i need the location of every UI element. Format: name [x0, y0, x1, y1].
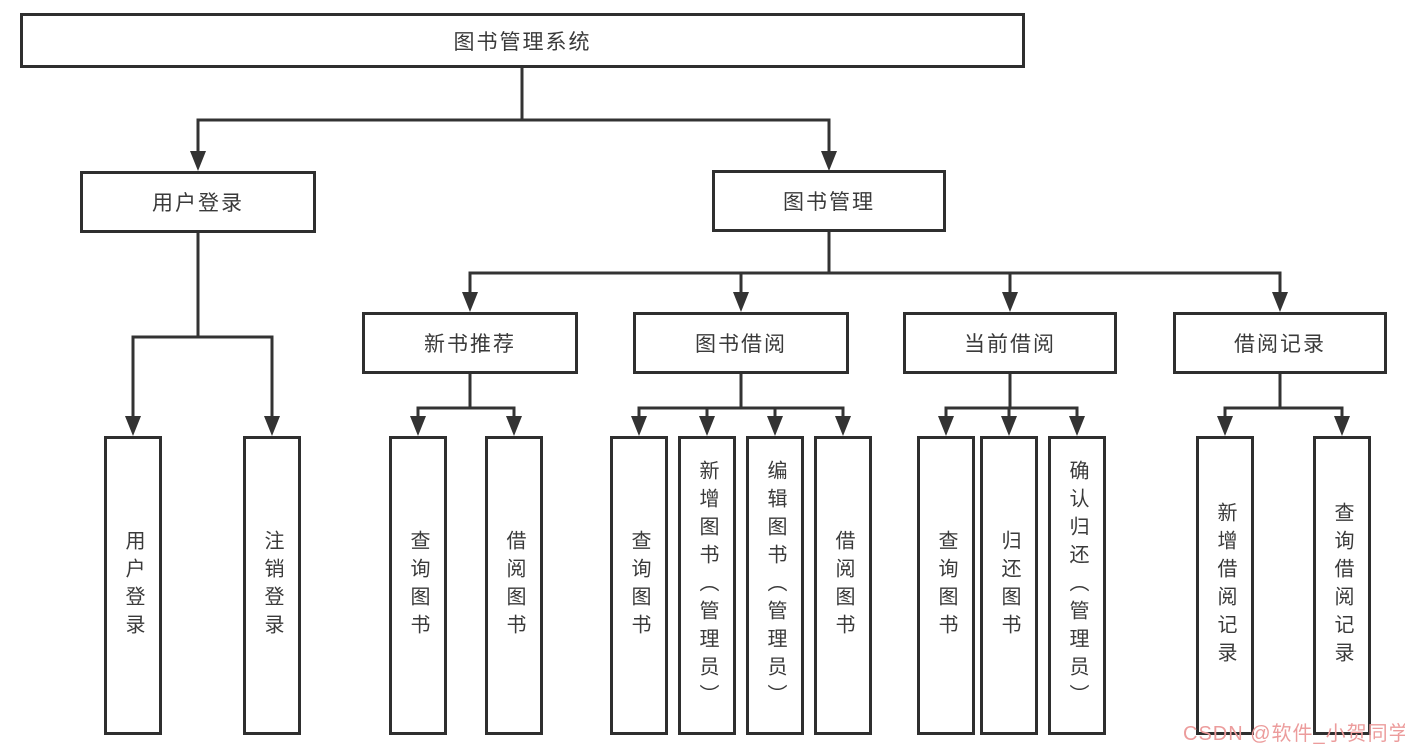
- node-leaf-borrow-books-2: 借阅图书: [814, 436, 872, 735]
- leaf-label: 查询图书: [628, 529, 650, 642]
- node-leaf-logout: 注销登录: [243, 436, 301, 735]
- node-leaf-borrow-books-1: 借阅图书: [485, 436, 543, 735]
- leaf-label: 用户登录: [122, 529, 144, 642]
- csdn-watermark: CSDN @软件_小贺同学: [1183, 723, 1405, 745]
- node-leaf-add-book-admin: 新增图书（管理员）: [678, 436, 736, 735]
- node-leaf-return-book: 归还图书: [980, 436, 1038, 735]
- leaf-label: 确认归还（管理员）: [1066, 459, 1088, 712]
- node-leaf-edit-book-admin: 编辑图书（管理员）: [746, 436, 804, 735]
- leaf-label: 新增图书（管理员）: [696, 459, 718, 712]
- leaf-label: 归还图书: [998, 529, 1020, 642]
- node-leaf-add-borrow-record: 新增借阅记录: [1196, 436, 1254, 735]
- arrowheads: [125, 151, 1350, 436]
- leaf-label: 查询图书: [407, 529, 429, 642]
- node-leaf-confirm-return-admin: 确认归还（管理员）: [1048, 436, 1106, 735]
- node-leaf-user-login: 用户登录: [104, 436, 162, 735]
- leaf-label: 借阅图书: [503, 529, 525, 642]
- leaf-label: 新增借阅记录: [1214, 501, 1236, 670]
- node-borrow-records: 借阅记录: [1173, 312, 1387, 374]
- leaf-label: 编辑图书（管理员）: [764, 459, 786, 712]
- leaf-label: 查询图书: [935, 529, 957, 642]
- node-leaf-query-books-1: 查询图书: [389, 436, 447, 735]
- leaf-label: 借阅图书: [832, 529, 854, 642]
- node-leaf-query-books-2: 查询图书: [610, 436, 668, 735]
- node-current-borrow: 当前借阅: [903, 312, 1117, 374]
- leaf-label: 查询借阅记录: [1331, 501, 1353, 670]
- node-book-management: 图书管理: [712, 170, 946, 232]
- node-library-management-system: 图书管理系统: [20, 13, 1025, 68]
- leaf-label: 注销登录: [261, 529, 283, 642]
- node-leaf-query-borrow-record: 查询借阅记录: [1313, 436, 1371, 735]
- node-leaf-query-books-3: 查询图书: [917, 436, 975, 735]
- node-new-book-recommend: 新书推荐: [362, 312, 578, 374]
- node-book-borrow: 图书借阅: [633, 312, 849, 374]
- node-user-login: 用户登录: [80, 171, 316, 233]
